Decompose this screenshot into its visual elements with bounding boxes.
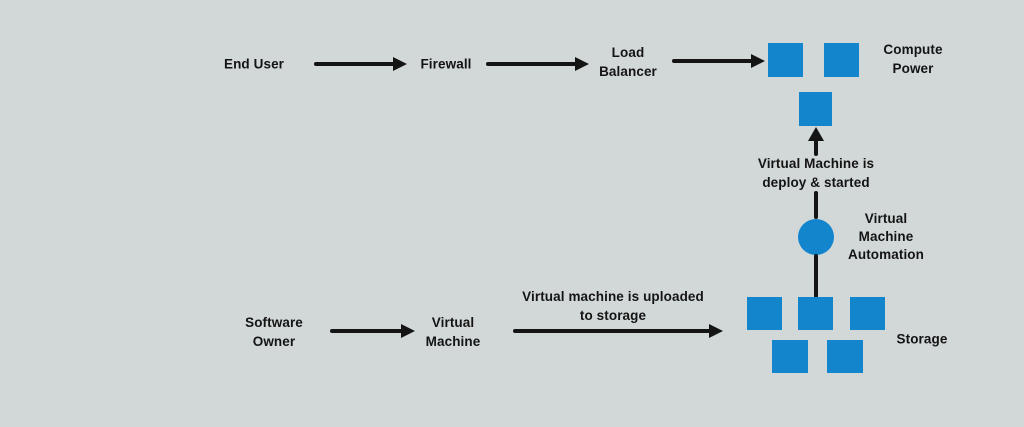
virtual-machine-label: Virtual Machine [425,315,481,349]
arrow-virtual-machine-to-storage [513,322,723,340]
end-user-label: End User [223,56,285,72]
compute-node-square [799,92,832,126]
arrowhead-up-icon [808,127,824,141]
storage-block-square [798,297,833,330]
arrowhead-right-icon [393,57,407,71]
arrow-shaft [330,329,404,333]
arrow-end-user-to-firewall [314,55,407,73]
arrow-shaft [513,329,712,333]
compute-node-square [768,43,803,77]
arrow-shaft [314,62,396,66]
storage-block-square [850,297,885,330]
arrowhead-right-icon [575,57,589,71]
connector-storage-to-automation [814,254,818,298]
arrowhead-right-icon [709,324,723,338]
arrowhead-right-icon [751,54,765,68]
storage-block-square [827,340,863,373]
storage-label: Storage [896,331,948,347]
arrow-shaft [486,62,578,66]
software-owner-label: Software Owner [245,315,303,349]
connector-automation-to-note [814,191,818,219]
upload-to-storage-note: Virtual machine is uploaded to storage [522,289,704,323]
arrow-software-owner-to-virtual-machine [330,322,415,340]
arrow-load-balancer-to-compute [672,52,765,70]
storage-block-square [747,297,782,330]
vm-deploy-note: Virtual Machine is deploy & started [757,156,875,190]
load-balancer-label: Load Balancer [599,45,657,79]
storage-block-square [772,340,808,373]
connector-note-to-compute [814,140,818,156]
arrow-shaft [672,59,754,63]
compute-node-square [824,43,859,77]
arrowhead-right-icon [401,324,415,338]
arrow-firewall-to-load-balancer [486,55,589,73]
firewall-label: Firewall [420,56,472,72]
automation-circle-icon [798,219,834,255]
compute-power-label: Compute Power [883,42,943,76]
vm-automation-label: Virtual Machine Automation [848,211,924,262]
